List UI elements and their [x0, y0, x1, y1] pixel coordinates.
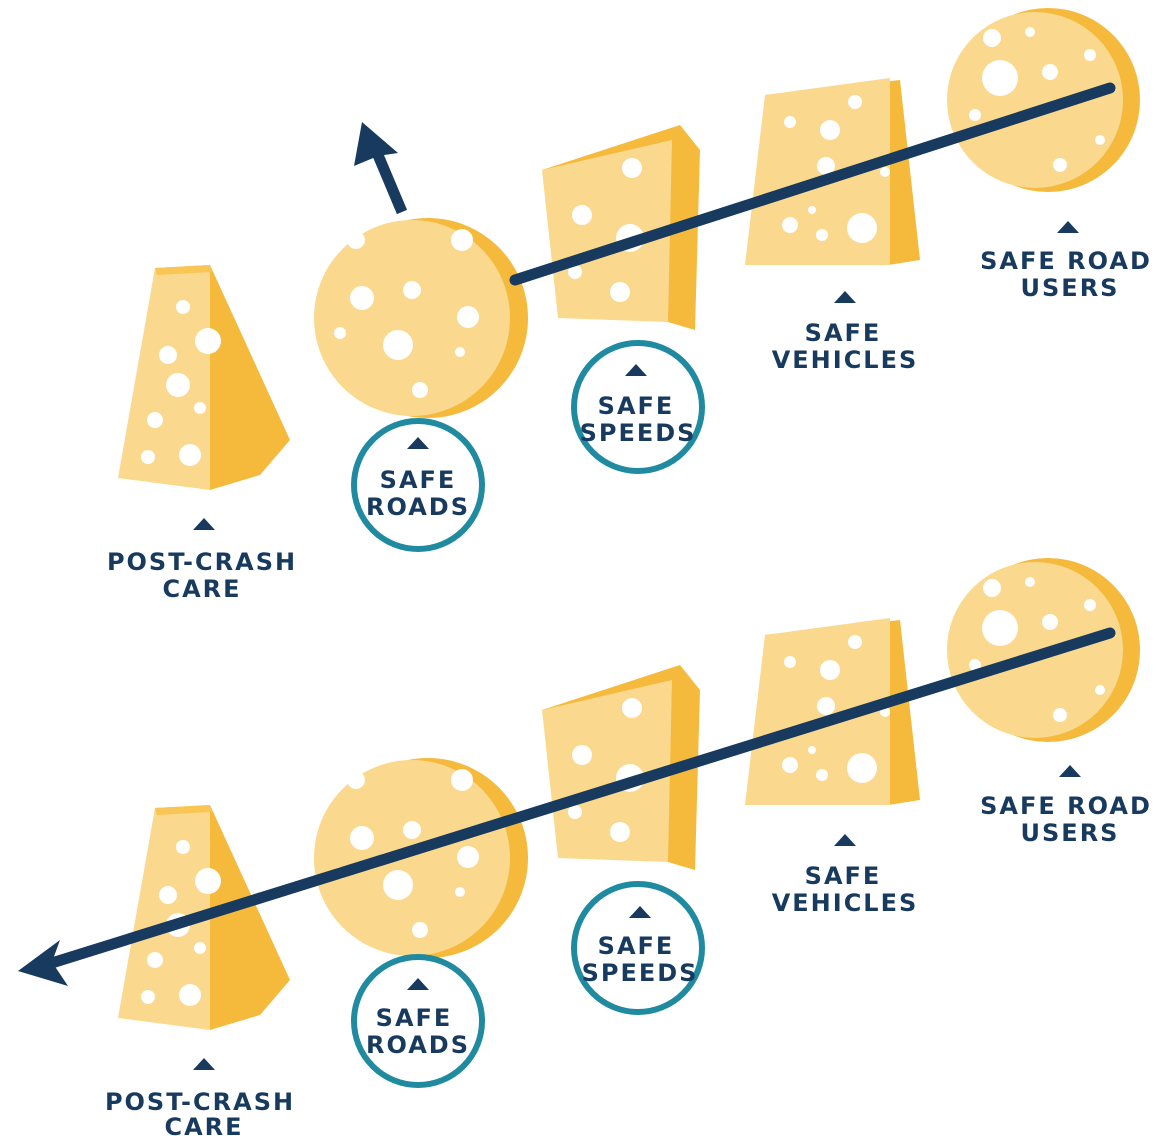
- label-safe-speeds-line1: SAFE: [598, 932, 675, 960]
- panel-top: POST-CRASH CARE SAFE ROADS SAFE SPEEDS S…: [107, 8, 1152, 603]
- panel-bottom: POST-CRASH CARE SAFE ROADS SAFE SPEEDS S…: [18, 558, 1152, 1136]
- label-safe-vehicles-line2: VEHICLES: [772, 889, 919, 917]
- label-post-crash-care-line1: POST-CRASH: [107, 548, 297, 576]
- cheese-block-safe-speeds: [542, 665, 700, 870]
- deflected-arrow-head: [354, 122, 398, 166]
- label-safe-road-users: SAFE ROAD USERS: [980, 221, 1152, 302]
- label-safe-roads-line2: ROADS: [366, 493, 470, 521]
- highlight-circle-safe-speeds: [571, 881, 705, 1015]
- label-safe-road-users: SAFE ROAD USERS: [980, 765, 1152, 847]
- highlight-circle-safe-roads: [351, 954, 485, 1088]
- highlight-circle-safe-roads: [351, 418, 485, 552]
- cheese-slab-safe-vehicles: [745, 78, 920, 265]
- label-post-crash-care: POST-CRASH CARE: [107, 518, 297, 603]
- label-safe-roads-line1: SAFE: [380, 466, 457, 494]
- cheese-wheel-safe-roads: [314, 758, 528, 958]
- cheese-wedge-post-crash-care: [118, 805, 290, 1030]
- label-safe-speeds-line2: SPEEDS: [582, 959, 699, 987]
- label-safe-road-users-line2: USERS: [1021, 819, 1120, 847]
- cheese-wheel-safe-roads: [314, 218, 528, 418]
- cheese-wheel-safe-road-users: [947, 558, 1140, 742]
- cheese-wheel-safe-road-users: [947, 8, 1140, 192]
- label-safe-vehicles-line1: SAFE: [805, 862, 882, 890]
- hazard-trajectory-top: [354, 82, 1116, 286]
- label-safe-road-users-line2: USERS: [1021, 274, 1120, 302]
- label-safe-road-users-line1: SAFE ROAD: [980, 792, 1152, 820]
- pass-through-arrow-head: [18, 940, 68, 986]
- label-post-crash-care-line2: CARE: [162, 575, 241, 603]
- highlight-circle-safe-speeds: [571, 340, 705, 474]
- label-safe-roads: SAFE ROADS: [351, 954, 485, 1088]
- label-safe-speeds: SAFE SPEEDS: [571, 340, 705, 474]
- label-safe-roads-line2: ROADS: [366, 1031, 470, 1059]
- cheese-slab-safe-vehicles: [745, 618, 920, 805]
- label-safe-roads: SAFE ROADS: [351, 418, 485, 552]
- cheese-wedge-post-crash-care: [118, 265, 290, 490]
- label-safe-vehicles-line1: SAFE: [805, 319, 882, 347]
- label-safe-vehicles: SAFE VEHICLES: [772, 291, 919, 374]
- label-safe-speeds: SAFE SPEEDS: [571, 881, 705, 1015]
- label-safe-speeds-line2: SPEEDS: [580, 419, 697, 447]
- label-safe-roads-line1: SAFE: [376, 1004, 453, 1032]
- label-safe-road-users-line1: SAFE ROAD: [980, 247, 1152, 275]
- hazard-trajectory-bottom: [18, 627, 1116, 986]
- label-post-crash-care-line1: POST-CRASH: [105, 1088, 295, 1116]
- label-post-crash-care-line2: CARE: [164, 1113, 243, 1136]
- label-safe-speeds-line1: SAFE: [598, 392, 675, 420]
- label-post-crash-care: POST-CRASH CARE: [105, 1058, 295, 1136]
- label-safe-vehicles: SAFE VEHICLES: [772, 834, 919, 917]
- label-safe-vehicles-line2: VEHICLES: [772, 346, 919, 374]
